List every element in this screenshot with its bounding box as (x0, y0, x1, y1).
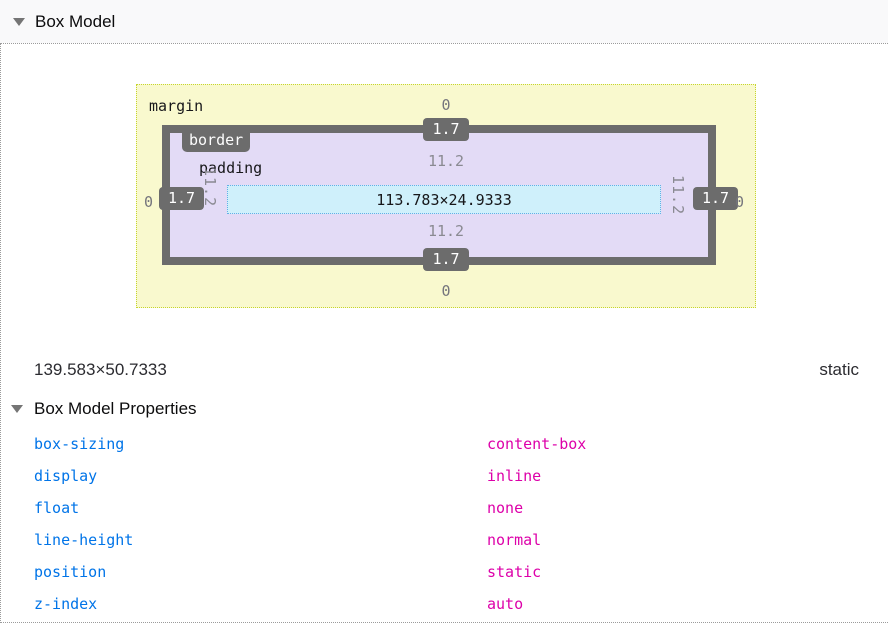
property-value: none (487, 499, 524, 517)
element-size: 139.583×50.7333 (34, 360, 167, 379)
property-row: box-sizing content-box (1, 434, 888, 466)
border-left-row: 1.7 (159, 187, 205, 210)
property-name[interactable]: box-sizing (34, 435, 125, 453)
margin-bottom-value[interactable]: 0 (441, 282, 451, 300)
property-value: inline (487, 467, 542, 485)
box-model-content: 113.783×24.9333 margin border padding 0 … (0, 43, 888, 623)
content-box[interactable]: 113.783×24.9333 (227, 185, 661, 214)
properties-section-header[interactable]: Box Model Properties (11, 396, 197, 422)
padding-left-value[interactable]: 11.2 (201, 167, 219, 208)
margin-left-value[interactable]: 0 (144, 193, 154, 211)
box-model-section-header[interactable]: Box Model (0, 0, 888, 43)
border-bottom-row: 1.7 (136, 248, 756, 271)
property-name[interactable]: float (34, 499, 80, 517)
element-dims-row: 139.583×50.7333 static (34, 358, 859, 382)
property-name[interactable]: position (34, 563, 107, 581)
property-value: auto (487, 595, 524, 613)
border-label-chip: border (182, 125, 251, 152)
border-left-value[interactable]: 1.7 (159, 187, 205, 210)
property-value: content-box (487, 435, 587, 453)
property-name[interactable]: display (34, 467, 98, 485)
border-right-row: 1.7 (693, 187, 739, 210)
property-row: line-height normal (1, 530, 888, 562)
property-value: normal (487, 531, 542, 549)
property-value: static (487, 563, 542, 581)
collapse-arrow-icon[interactable] (11, 405, 23, 413)
properties-list: box-sizing content-box display inline fl… (1, 434, 888, 626)
element-position: static (819, 360, 859, 379)
padding-label: padding (199, 159, 263, 177)
padding-right-value[interactable]: 11.2 (669, 175, 687, 216)
property-row: display inline (1, 466, 888, 498)
padding-bottom-value[interactable]: 11.2 (427, 222, 465, 240)
margin-top-value[interactable]: 0 (441, 96, 451, 114)
properties-title: Box Model Properties (34, 399, 197, 418)
border-top-value[interactable]: 1.7 (423, 118, 469, 141)
border-top-row: 1.7 (136, 118, 756, 141)
property-row: z-index auto (1, 594, 888, 626)
property-row: position static (1, 562, 888, 594)
margin-right-value[interactable]: 0 (735, 193, 745, 211)
content-size-value: 113.783×24.9333 (376, 190, 512, 209)
property-row: float none (1, 498, 888, 530)
collapse-arrow-icon[interactable] (13, 17, 25, 26)
panel-title: Box Model (35, 11, 116, 31)
margin-label: margin (149, 97, 204, 115)
property-name[interactable]: line-height (34, 531, 134, 549)
property-name[interactable]: z-index (34, 595, 98, 613)
border-bottom-value[interactable]: 1.7 (423, 248, 469, 271)
border-right-value[interactable]: 1.7 (693, 187, 739, 210)
padding-top-value[interactable]: 11.2 (427, 152, 465, 170)
